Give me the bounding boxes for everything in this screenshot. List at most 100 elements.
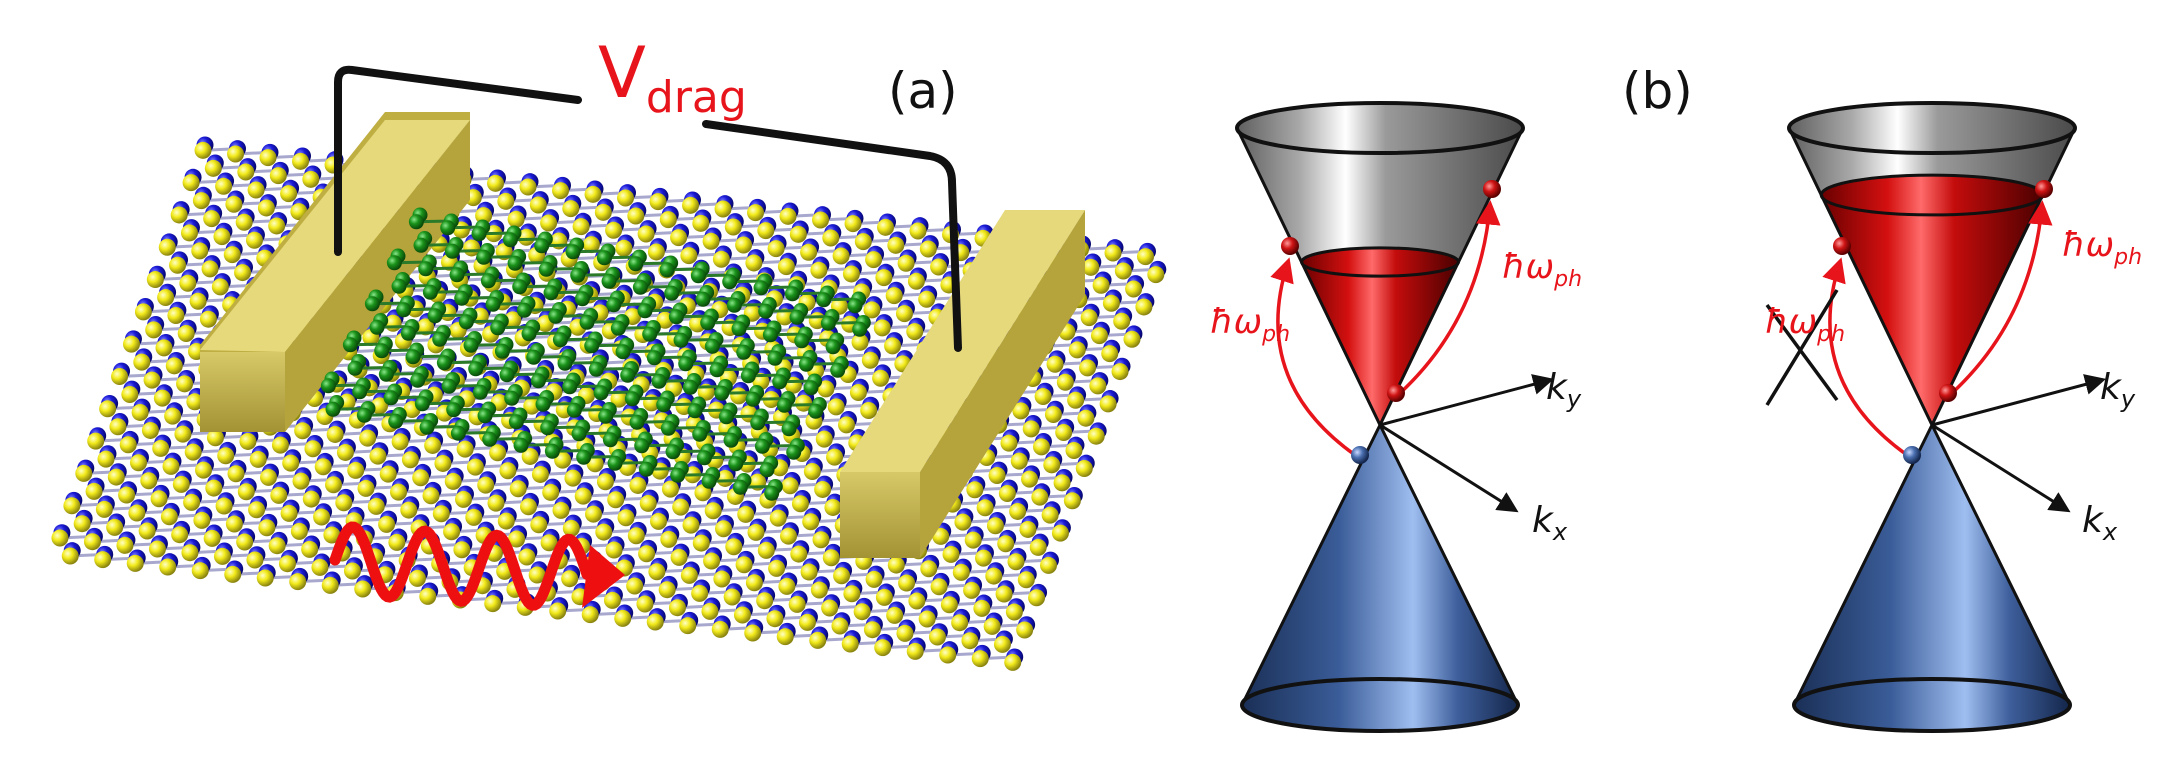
nitrogen-atom bbox=[1019, 520, 1037, 538]
carbon-atom bbox=[565, 244, 581, 260]
nitrogen-atom bbox=[988, 466, 1006, 484]
nitrogen-atom bbox=[872, 369, 890, 387]
nitrogen-atom bbox=[562, 519, 580, 537]
nitrogen-atom bbox=[815, 430, 833, 448]
nitrogen-atom bbox=[141, 421, 159, 439]
carbon-atom bbox=[714, 385, 730, 401]
nitrogen-atom bbox=[311, 558, 329, 576]
nitrogen-atom bbox=[1034, 388, 1052, 406]
nitrogen-atom bbox=[844, 215, 862, 233]
nitrogen-atom bbox=[572, 218, 590, 236]
nitrogen-atom bbox=[313, 508, 331, 526]
nitrogen-atom bbox=[639, 494, 657, 512]
nitrogen-atom bbox=[75, 464, 93, 482]
nitrogen-atom bbox=[302, 170, 320, 188]
nitrogen-atom bbox=[1005, 603, 1023, 621]
nitrogen-atom bbox=[725, 538, 743, 556]
dirac-cone-2 bbox=[1765, 101, 2107, 733]
nitrogen-atom bbox=[562, 200, 580, 218]
nitrogen-atom bbox=[408, 569, 426, 587]
carbon-atom bbox=[745, 391, 761, 407]
carbon-atom bbox=[471, 226, 487, 242]
carbon-atom bbox=[659, 262, 675, 278]
nitrogen-atom bbox=[670, 229, 688, 247]
conduction-cone-rim bbox=[1235, 101, 1525, 155]
nitrogen-atom bbox=[769, 509, 787, 527]
carbon-atom bbox=[615, 344, 631, 360]
nitrogen-atom bbox=[343, 562, 361, 580]
nitrogen-atom bbox=[268, 217, 286, 235]
nitrogen-atom bbox=[1068, 341, 1086, 359]
nitrogen-atom bbox=[294, 422, 312, 440]
carbon-atom bbox=[576, 449, 592, 465]
nitrogen-atom bbox=[1101, 345, 1119, 363]
nitrogen-atom bbox=[367, 497, 385, 515]
carbon-atom bbox=[637, 303, 653, 319]
nitrogen-atom bbox=[239, 432, 257, 450]
blocked-transition-cross bbox=[1765, 289, 1839, 406]
carbon-atom bbox=[513, 437, 529, 453]
carbon-atom bbox=[816, 292, 832, 308]
nitrogen-atom bbox=[919, 240, 937, 258]
carbon-atom bbox=[410, 372, 426, 388]
nitrogen-atom bbox=[1044, 406, 1062, 424]
nitrogen-atom bbox=[133, 353, 151, 371]
carbon-atom bbox=[687, 403, 703, 419]
nitrogen-atom bbox=[260, 468, 278, 486]
nitrogen-atom bbox=[778, 577, 796, 595]
nitrogen-atom bbox=[552, 182, 570, 200]
nitrogen-atom bbox=[776, 628, 794, 646]
nitrogen-atom bbox=[1111, 363, 1129, 381]
nitrogen-atom bbox=[509, 480, 527, 498]
nitrogen-atom bbox=[477, 476, 495, 494]
nitrogen-atom bbox=[183, 493, 201, 511]
nitrogen-atom bbox=[702, 232, 720, 250]
nitrogen-atom bbox=[791, 495, 809, 513]
nitrogen-atom bbox=[95, 500, 113, 518]
nitrogen-atom bbox=[1016, 621, 1034, 639]
nitrogen-atom bbox=[225, 515, 243, 533]
carbon-atom bbox=[638, 461, 654, 477]
nitrogen-atom bbox=[795, 394, 813, 412]
carbon-atom bbox=[764, 485, 780, 501]
nitrogen-atom bbox=[842, 265, 860, 283]
nitrogen-atom bbox=[455, 490, 473, 508]
carbon-atom bbox=[709, 362, 725, 378]
carbon-atom bbox=[419, 419, 435, 435]
nitrogen-atom bbox=[325, 476, 343, 494]
nitrogen-atom bbox=[724, 218, 742, 236]
carbon-atom bbox=[562, 379, 578, 395]
carbon-atom bbox=[700, 315, 716, 331]
carbon-atom bbox=[642, 326, 658, 342]
carbon-atom bbox=[374, 343, 390, 359]
nitrogen-atom bbox=[966, 481, 984, 499]
carbon-atom bbox=[422, 284, 438, 300]
nitrogen-atom bbox=[1063, 492, 1081, 510]
nitrogen-atom bbox=[237, 483, 255, 501]
nitrogen-atom bbox=[234, 264, 252, 282]
nitrogen-atom bbox=[636, 595, 654, 613]
nitrogen-atom bbox=[954, 513, 972, 531]
carbon-atom bbox=[508, 414, 524, 430]
nitrogen-atom bbox=[417, 318, 435, 336]
nitrogen-atom bbox=[874, 639, 892, 657]
nitrogen-atom bbox=[581, 606, 599, 624]
nitrogen-atom bbox=[531, 465, 549, 483]
nitrogen-atom bbox=[258, 519, 276, 537]
nitrogen-atom bbox=[798, 613, 816, 631]
nitrogen-atom bbox=[701, 602, 719, 620]
nitrogen-atom bbox=[963, 581, 981, 599]
nitrogen-atom bbox=[860, 402, 878, 420]
nitrogen-atom bbox=[682, 196, 700, 214]
nitrogen-atom bbox=[497, 512, 515, 530]
nitrogen-atom bbox=[610, 390, 628, 408]
nitrogen-atom bbox=[444, 472, 462, 490]
nitrogen-atom bbox=[193, 511, 211, 529]
nitrogen-atom bbox=[939, 646, 957, 664]
nitrogen-atom bbox=[715, 520, 733, 538]
nitrogen-atom bbox=[1087, 427, 1105, 445]
nitrogen-atom bbox=[1031, 488, 1049, 506]
nitrogen-atom bbox=[646, 613, 664, 631]
carbon-atom bbox=[607, 455, 623, 471]
